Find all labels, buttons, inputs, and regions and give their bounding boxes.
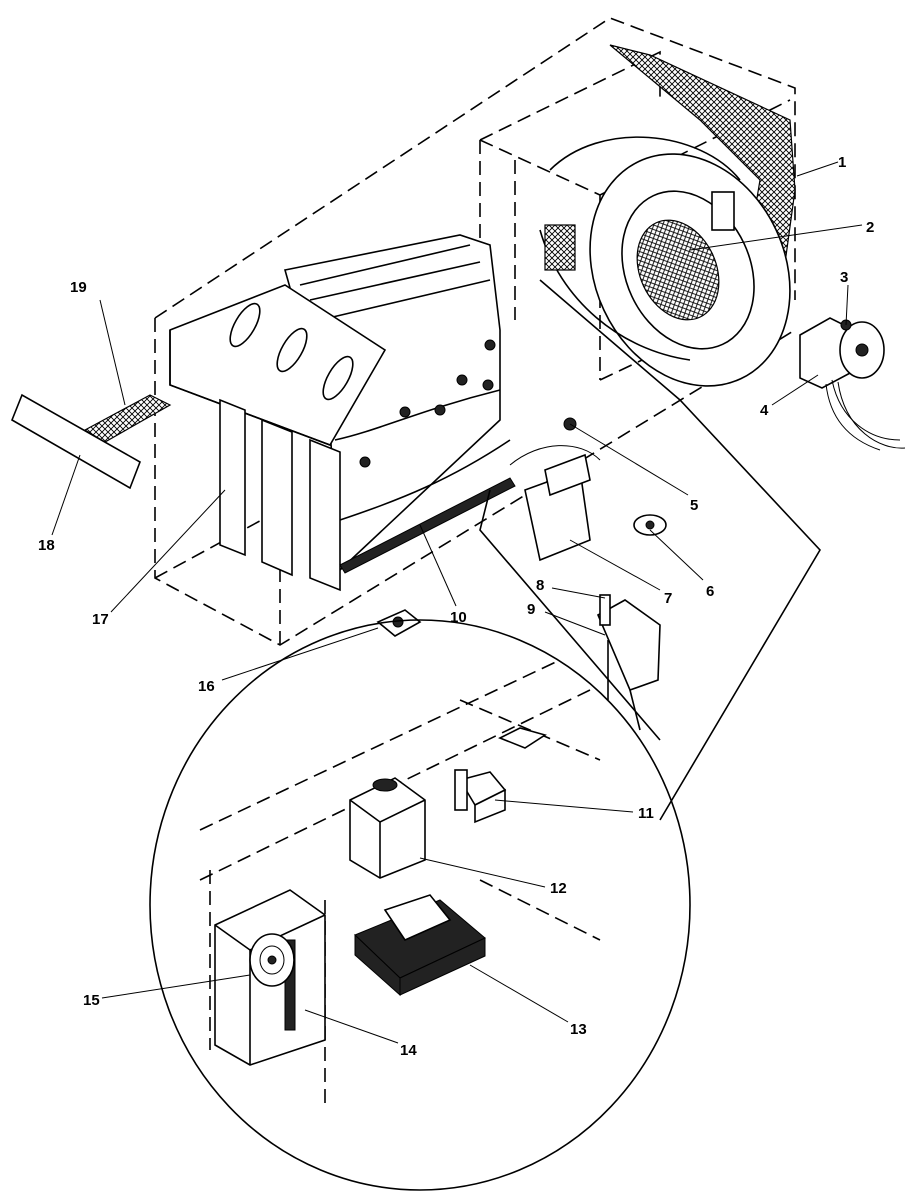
callout-17: 17 [92,611,109,628]
callout-19: 19 [70,279,87,296]
callout-9: 9 [527,601,535,618]
gas-valve [509,417,601,562]
leader-lines [51,161,863,1044]
callout-14: 14 [400,1042,417,1059]
part-15-capacitor [249,933,295,987]
vent-pipe [10,393,172,490]
burner-tubes [219,398,341,592]
blower-wheel [539,136,791,387]
callout-16: 16 [198,678,215,695]
callout-6: 6 [706,583,714,600]
callout-15: 15 [83,992,100,1009]
burner-manifold [339,477,516,574]
callout-12: 12 [550,880,567,897]
part-12-relay [349,777,426,879]
blower-motor [799,317,906,451]
callout-7: 7 [664,590,672,607]
callout-10: 10 [450,609,467,626]
callout-5: 5 [690,497,698,514]
callout-18: 18 [38,537,55,554]
callout-3: 3 [840,269,848,286]
callout-2: 2 [866,219,874,236]
callout-11: 11 [638,805,654,822]
detail-leader-outline [479,279,821,821]
callout-labels: 1 2 3 4 5 6 7 8 9 10 11 12 13 14 15 16 1… [38,154,874,1059]
pilot-assembly [596,594,661,731]
callout-8: 8 [536,577,544,594]
part-11-switch [454,769,507,824]
callout-13: 13 [570,1021,587,1038]
part-13-transformer [354,894,486,997]
callout-4: 4 [760,402,769,419]
callout-1: 1 [838,154,846,171]
orifice-disc [633,514,667,536]
